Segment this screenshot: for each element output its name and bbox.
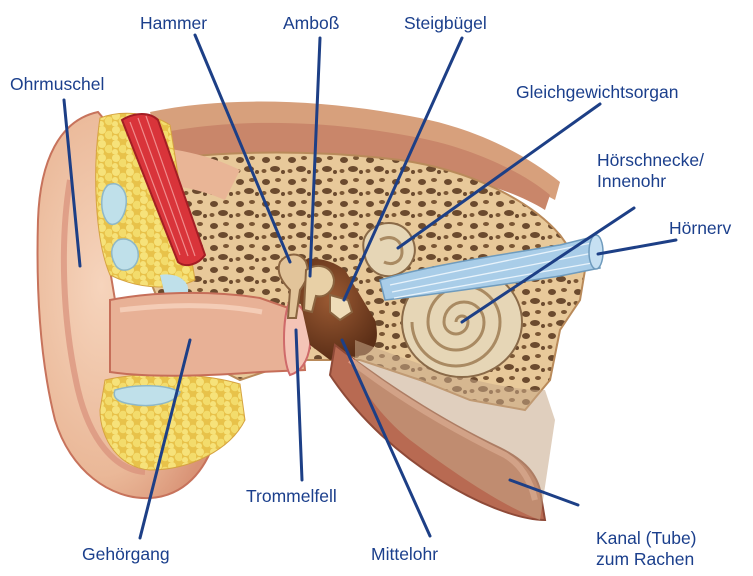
leader-hoernerv: [598, 240, 676, 254]
label-ohrmuschel: Ohrmuschel: [10, 74, 104, 95]
label-hammer: Hammer: [140, 13, 207, 34]
vestibular-organ: [363, 223, 415, 276]
label-gehoergang: Gehörgang: [82, 544, 170, 565]
label-steigbuegel: Steigbügel: [404, 13, 487, 34]
label-mittelohr: Mittelohr: [371, 544, 438, 565]
label-gleichgewichtsorgan: Gleichgewichtsorgan: [516, 82, 678, 103]
label-hoerschnecke: Hörschnecke/ Innenohr: [597, 150, 704, 192]
label-kanal: Kanal (Tube) zum Rachen: [596, 528, 697, 570]
label-amboss: Amboß: [283, 13, 339, 34]
label-trommelfell: Trommelfell: [246, 486, 337, 507]
label-hoernerv: Hörnerv: [669, 218, 731, 239]
lower-fat-cartilage: [100, 374, 245, 470]
